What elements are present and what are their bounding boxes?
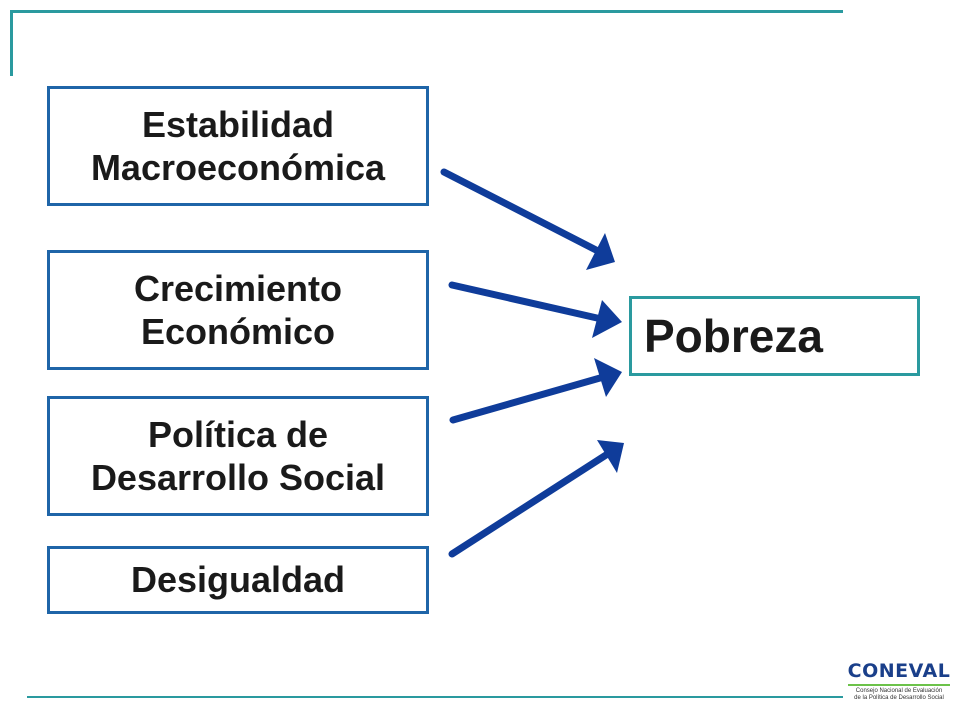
factor-label-crecimiento-economico: Crecimiento Económico [133,267,343,352]
outcome-box-pobreza: Pobreza [629,296,920,376]
arrow-politica-to-pobreza [449,358,622,424]
factor-box-politica-desarrollo-social: Política de Desarrollo Social [47,396,429,516]
outcome-label-pobreza: Pobreza [644,310,823,362]
arrow-crecimiento-to-pobreza [448,281,622,338]
frame-top-line [10,10,843,13]
arrow-desigualdad-to-pobreza [448,440,624,558]
logo-accent-rule [848,684,950,686]
factor-box-estabilidad-macroeconomica: Estabilidad Macroeconómica [47,86,429,206]
factor-box-desigualdad: Desigualdad [47,546,429,614]
factor-label-estabilidad-macroeconomica: Estabilidad Macroeconómica [90,103,386,188]
logo-wordmark: CONEVAL [847,660,951,682]
logo-tagline: Consejo Nacional de Evaluación de la Pol… [854,688,944,701]
coneval-logo: CONEVAL Consejo Nacional de Evaluación d… [846,660,952,710]
arrow-estabilidad-to-pobreza [440,168,615,270]
frame-bottom-line [27,696,843,698]
factor-label-politica-desarrollo-social: Política de Desarrollo Social [90,413,386,498]
factor-box-crecimiento-economico: Crecimiento Económico [47,250,429,370]
factor-label-desigualdad: Desigualdad [130,559,346,601]
frame-left-line [10,10,13,76]
